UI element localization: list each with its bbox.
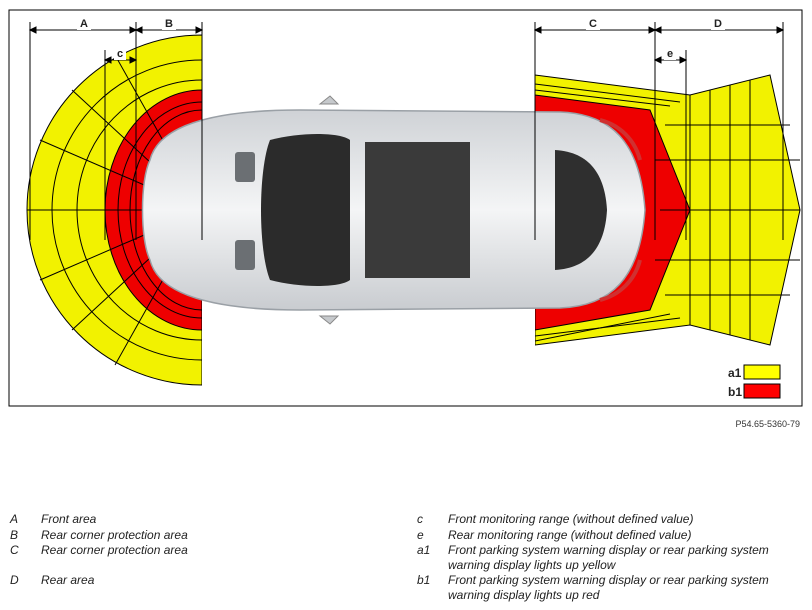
car-windshield — [261, 134, 350, 286]
legend-symbol: e — [417, 528, 424, 542]
car-tail-light-upper — [599, 118, 642, 161]
legend-swatch-a1 — [743, 364, 781, 380]
legend-symbol: B — [10, 528, 19, 542]
car-hood-vent-lower — [235, 240, 255, 270]
car-mirror-left — [318, 95, 340, 105]
legend-text: Rear monitoring range (without defined v… — [448, 528, 692, 542]
car-rear-window — [555, 150, 607, 270]
legend-symbol: a1 — [417, 543, 431, 557]
dim-label-D: D — [714, 18, 722, 30]
dim-label-B: B — [165, 18, 173, 30]
legend-symbol: A — [10, 512, 19, 526]
car-top-view — [141, 95, 646, 325]
legend-text: Front area — [41, 512, 97, 526]
legend-text: Rear corner protection area — [41, 543, 188, 557]
car-tail-light-lower — [599, 259, 642, 302]
car-sunroof — [365, 142, 470, 278]
legend-key-a1: a1 — [728, 366, 742, 380]
legend-text: Front parking system warning display or … — [448, 543, 769, 572]
legend-symbol: D — [10, 573, 19, 587]
legend-text: Rear area — [41, 573, 95, 587]
dim-label-C: C — [589, 18, 597, 30]
legend-swatch-b1 — [743, 383, 781, 399]
rear-zone-lines — [535, 80, 800, 342]
car-mirror-right — [318, 315, 340, 325]
legend-symbol: c — [417, 512, 423, 526]
dimension-lines — [28, 22, 785, 240]
legend-text: Rear corner protection area — [41, 528, 188, 542]
color-legend: a1 b1 — [728, 364, 781, 399]
dimension-labels: A B c C D e — [77, 17, 725, 60]
legend-key-b1: b1 — [728, 385, 742, 399]
parking-sensor-diagram: A B c C D e a1 b1 — [8, 9, 803, 407]
legend-text: Front parking system warning display or … — [448, 573, 769, 602]
figure-reference: P54.65-5360-79 — [735, 419, 800, 429]
car-hood-vent-upper — [235, 152, 255, 182]
legend-symbol: b1 — [417, 573, 431, 587]
dim-label-e: e — [667, 48, 673, 60]
legend-text: Front monitoring range (without defined … — [448, 512, 694, 526]
legend-symbol: C — [10, 543, 19, 557]
dim-label-c: c — [117, 48, 123, 60]
dim-label-A: A — [80, 18, 88, 30]
